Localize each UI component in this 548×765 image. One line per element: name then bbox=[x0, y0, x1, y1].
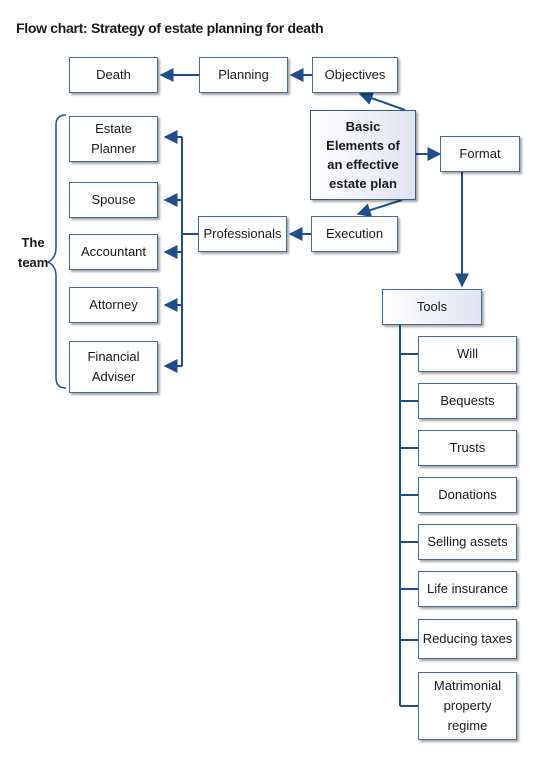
tools-box: Tools bbox=[382, 289, 482, 325]
team-label: The team bbox=[18, 235, 49, 270]
team-financial-adviser: Financial Adviser bbox=[69, 341, 158, 393]
planning-box: Planning bbox=[199, 57, 288, 93]
tool-will: Will bbox=[418, 336, 517, 372]
center-box: Basic Elements of an effective estate pl… bbox=[310, 110, 416, 200]
tool-donations: Donations bbox=[418, 477, 517, 513]
team-bracket bbox=[46, 114, 67, 389]
tool-reducing-taxes: Reducing taxes bbox=[418, 619, 517, 659]
tool-matrimonial-property-regime: Matrimonial property regime bbox=[418, 672, 517, 740]
page-title: Flow chart: Strategy of estate planning … bbox=[16, 20, 324, 36]
tool-trusts: Trusts bbox=[418, 430, 517, 466]
death-box: Death bbox=[69, 57, 158, 93]
tool-bequests: Bequests bbox=[418, 383, 517, 419]
tool-life-insurance: Life insurance bbox=[418, 571, 517, 607]
team-accountant: Accountant bbox=[69, 234, 158, 270]
objectives-box: Objectives bbox=[312, 57, 398, 93]
tool-selling-assets: Selling assets bbox=[418, 524, 517, 560]
team-estate-planner: Estate Planner bbox=[69, 116, 158, 162]
execution-box: Execution bbox=[311, 216, 398, 252]
team-spouse: Spouse bbox=[69, 182, 158, 218]
format-box: Format bbox=[440, 136, 520, 172]
team-attorney: Attorney bbox=[69, 287, 158, 323]
arrow-center-to-execution bbox=[356, 199, 403, 217]
arrow-center-to-objectives bbox=[358, 91, 406, 111]
professionals-box: Professionals bbox=[198, 216, 287, 252]
